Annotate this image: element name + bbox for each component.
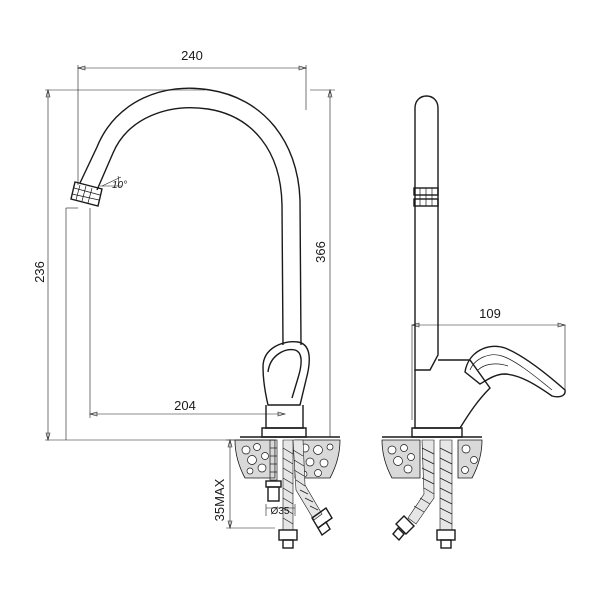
dim-mount-label: 35MAX [212,478,227,521]
dim-handle-label: 109 [479,306,501,321]
dim-width-label: 240 [181,48,203,63]
dim-total-height-label: 366 [313,241,328,263]
faucet-side-view-icon [381,95,567,549]
dim-angle-label: 10° [112,180,127,191]
mounting-base [234,439,341,479]
faucet-front-view-icon [45,65,341,549]
dim-height-label: 236 [32,261,47,283]
aerator [70,181,103,207]
dim-reach-label: 204 [174,398,196,413]
dim-diameter-label: Ø35 [271,506,290,517]
